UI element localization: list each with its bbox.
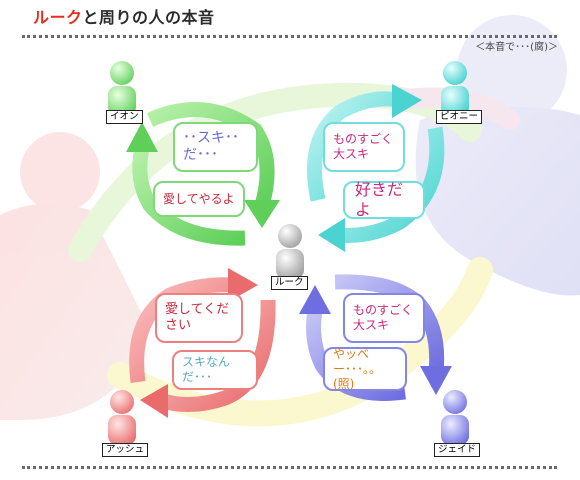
arrow-luke-to-asch: [140, 299, 276, 418]
header-note: ＜本音で･･･(腐)＞: [475, 42, 558, 53]
bubble-ion-to-luke: ･･スキ･･ だ･･･: [173, 122, 258, 172]
top-dotted-divider: [22, 35, 557, 38]
arrow-luke-to-ion: [126, 122, 246, 246]
arrow-luke-to-peony: [306, 84, 422, 202]
person-peony-figure: [441, 61, 469, 116]
arrow-peony-to-luke: [318, 126, 445, 252]
name-label-jade: ジェイド: [434, 443, 481, 457]
bubble-luke-to-asch: 愛してください: [155, 293, 243, 343]
title-rest: と周りの人の本音: [82, 8, 215, 27]
page-title: ルークと周りの人の本音: [33, 4, 215, 28]
name-label-luke: ルーク: [271, 276, 308, 290]
person-jade-figure: [441, 390, 469, 445]
bubble-asch-to-luke: スキなんだ･･･: [172, 350, 258, 390]
name-label-peony: ピオニー: [436, 110, 483, 124]
person-luke-figure: [276, 224, 304, 279]
arrow-jade-to-luke: [299, 285, 406, 401]
bubble-luke-to-jade: やッべー･･･。。(照): [323, 347, 407, 391]
bubble-jade-to-luke: ものすごく大スキ: [343, 293, 425, 343]
bubble-luke-to-ion: 愛してやるよ: [153, 181, 245, 217]
bubble-luke-to-peony: 好きだよ: [343, 180, 425, 219]
name-label-asch: アッシュ: [102, 443, 149, 457]
bg-swoosh-green: [68, 82, 482, 262]
bubble-peony-to-luke: ものすごく大スキ: [323, 122, 405, 172]
person-ion-figure: [108, 61, 136, 116]
name-label-ion: イオン: [106, 110, 143, 124]
title-highlight: ルーク: [33, 8, 83, 27]
person-asch-figure: [108, 390, 136, 445]
bottom-dotted-divider: [22, 466, 557, 469]
